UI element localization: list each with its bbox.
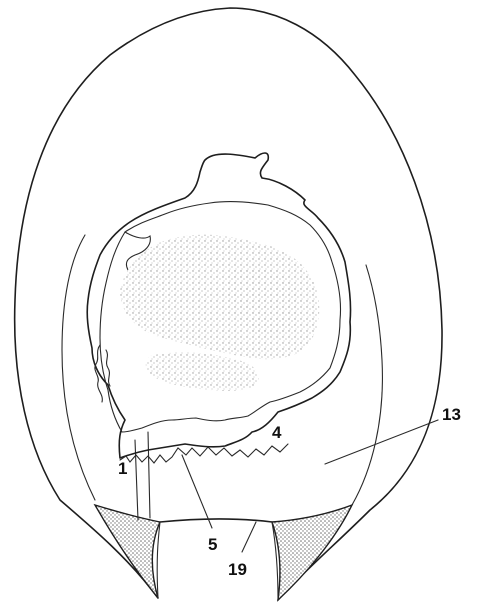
inner-rim-left	[62, 235, 95, 500]
leader-13	[325, 420, 438, 464]
label-4: 4	[272, 423, 282, 442]
strand-mid	[148, 432, 150, 518]
left-wavy-detail-2	[106, 350, 110, 386]
inner-rim-right	[352, 265, 382, 505]
bottom-membrane-lower	[157, 522, 278, 600]
label-19: 19	[228, 560, 247, 579]
leader-5	[182, 455, 212, 528]
leader-19	[242, 522, 256, 552]
stipple-region-lower	[146, 352, 259, 391]
label-13: 13	[442, 405, 461, 424]
label-1: 1	[118, 459, 127, 478]
left-lobe	[95, 505, 160, 598]
label-5: 5	[208, 535, 217, 554]
right-lobe	[272, 505, 352, 600]
bottom-membrane	[160, 519, 272, 522]
